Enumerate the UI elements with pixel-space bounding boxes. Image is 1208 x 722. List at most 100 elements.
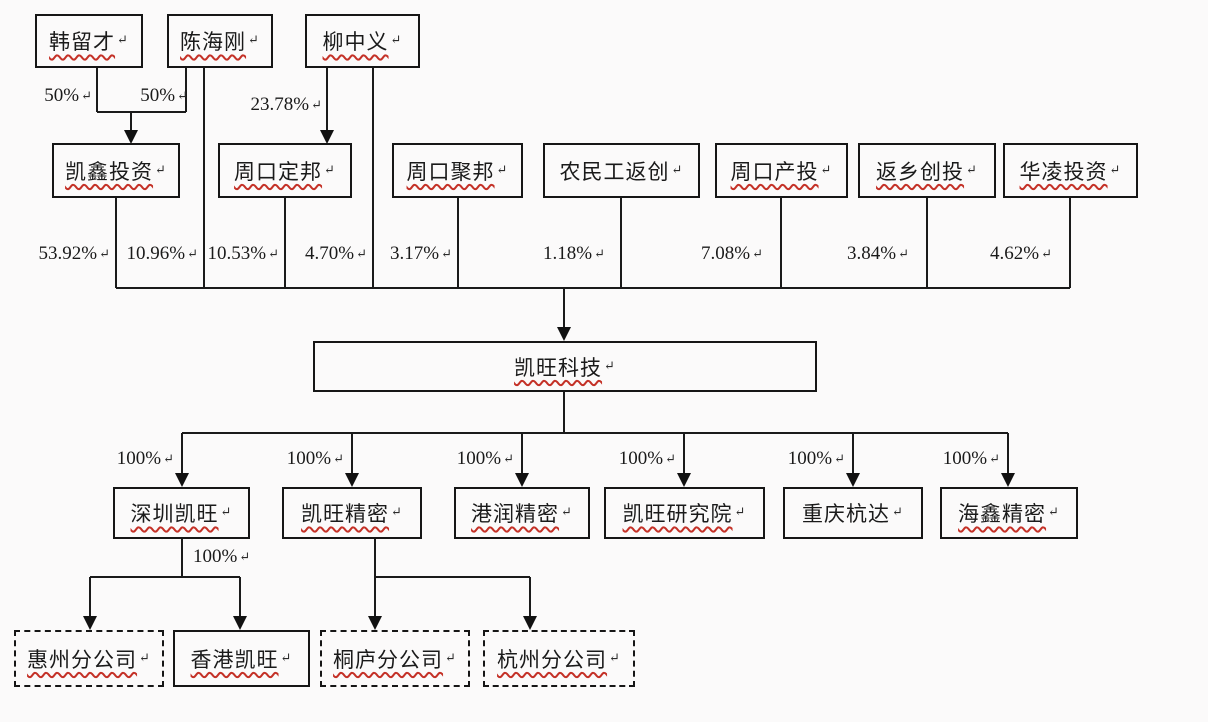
node-gangrun-precision: 港润精密↵ bbox=[454, 487, 590, 539]
return-mark: ↵ bbox=[177, 88, 188, 103]
node-label: 香港凯旺 bbox=[190, 647, 279, 672]
stake-label-chen-to-kaixin: 50%↵ bbox=[140, 85, 188, 106]
return-mark: ↵ bbox=[220, 504, 233, 519]
stake-label-jubang: 3.17%↵ bbox=[390, 243, 452, 264]
node-label: 海鑫精密 bbox=[958, 502, 1047, 526]
return-mark: ↵ bbox=[609, 649, 621, 665]
node-fanxiang-chuangtou: 返乡创投↵ bbox=[858, 143, 996, 198]
return-mark: ↵ bbox=[333, 451, 344, 466]
node-label: 农民工返创 bbox=[559, 159, 670, 184]
return-mark: ↵ bbox=[391, 504, 403, 519]
stake-label-jingmi: 100%↵ bbox=[286, 448, 344, 469]
node-haixin-precision: 海鑫精密↵ bbox=[940, 487, 1078, 539]
return-mark: ↵ bbox=[117, 32, 129, 47]
return-mark: ↵ bbox=[892, 504, 904, 519]
return-mark: ↵ bbox=[1048, 504, 1060, 519]
return-mark: ↵ bbox=[1041, 246, 1052, 261]
stake-label-shenzhen-children: 100%↵ bbox=[193, 546, 251, 567]
node-chen-haigang: 陈海刚↵ bbox=[167, 14, 273, 68]
node-label: 桐庐分公司 bbox=[333, 647, 444, 672]
node-shenzhen-kaiwang: 深圳凯旺↵ bbox=[113, 487, 250, 539]
return-mark: ↵ bbox=[503, 451, 514, 466]
node-label: 凯旺精密 bbox=[301, 502, 390, 526]
node-label: 周口产投 bbox=[730, 159, 819, 184]
node-han-liucai: 韩留才↵ bbox=[35, 14, 143, 68]
node-label: 凯旺科技 bbox=[514, 355, 603, 380]
node-huizhou-branch: 惠州分公司↵ bbox=[14, 630, 164, 687]
node-label: 周口定邦 bbox=[234, 159, 323, 184]
stake-label-dingbang: 10.53%↵ bbox=[207, 243, 279, 264]
return-mark: ↵ bbox=[280, 649, 293, 665]
return-mark: ↵ bbox=[834, 451, 845, 466]
node-label: 惠州分公司 bbox=[27, 647, 138, 672]
arrowheads bbox=[83, 130, 1015, 630]
return-mark: ↵ bbox=[81, 88, 92, 103]
node-label: 华凌投资 bbox=[1019, 159, 1108, 184]
node-label: 凯旺研究院 bbox=[622, 502, 733, 526]
return-mark: ↵ bbox=[671, 161, 684, 177]
node-label: 陈海刚 bbox=[180, 30, 247, 54]
stake-label-chen-direct: 10.96%↵ bbox=[126, 243, 198, 264]
node-hualing-investment: 华凌投资↵ bbox=[1003, 143, 1138, 198]
node-kaiwang-precision: 凯旺精密↵ bbox=[282, 487, 422, 539]
return-mark: ↵ bbox=[989, 451, 1000, 466]
node-hongkong-kaiwang: 香港凯旺↵ bbox=[173, 630, 310, 687]
node-chongqing-hangda: 重庆杭达↵ bbox=[783, 487, 923, 539]
node-zhoukou-jubang: 周口聚邦↵ bbox=[392, 143, 523, 198]
stake-label-shenzhen: 100%↵ bbox=[116, 448, 174, 469]
node-label: 韩留才 bbox=[49, 30, 116, 54]
stake-label-yanjiuyuan: 100%↵ bbox=[618, 448, 676, 469]
return-mark: ↵ bbox=[239, 549, 251, 564]
node-label: 深圳凯旺 bbox=[130, 502, 219, 526]
node-label: 杭州分公司 bbox=[497, 647, 608, 672]
node-kaiwang-tech: 凯旺科技↵ bbox=[313, 341, 817, 392]
return-mark: ↵ bbox=[604, 357, 616, 373]
return-mark: ↵ bbox=[820, 161, 833, 177]
return-mark: ↵ bbox=[268, 246, 279, 261]
return-mark: ↵ bbox=[155, 161, 167, 177]
return-mark: ↵ bbox=[966, 161, 978, 177]
node-kaiwang-research-institute: 凯旺研究院↵ bbox=[604, 487, 765, 539]
return-mark: ↵ bbox=[99, 246, 110, 261]
return-mark: ↵ bbox=[390, 32, 403, 47]
lines bbox=[89, 68, 1071, 617]
return-mark: ↵ bbox=[163, 451, 174, 466]
return-mark: ↵ bbox=[311, 97, 322, 112]
return-mark: ↵ bbox=[441, 246, 452, 261]
node-nongmingong-fanchuang: 农民工返创↵ bbox=[543, 143, 700, 198]
stake-label-kaixin: 53.92%↵ bbox=[38, 243, 110, 264]
stake-label-liu-to-dingbang: 23.78%↵ bbox=[250, 94, 322, 115]
node-label: 周口聚邦 bbox=[406, 159, 495, 184]
return-mark: ↵ bbox=[665, 451, 676, 466]
stake-label-fanxiang: 3.84%↵ bbox=[847, 243, 909, 264]
stake-label-chongqing: 100%↵ bbox=[787, 448, 845, 469]
return-mark: ↵ bbox=[594, 246, 605, 261]
return-mark: ↵ bbox=[139, 649, 151, 665]
stake-label-gangrun: 100%↵ bbox=[456, 448, 514, 469]
node-label: 凯鑫投资 bbox=[65, 159, 154, 184]
return-mark: ↵ bbox=[445, 649, 457, 665]
return-mark: ↵ bbox=[356, 246, 367, 261]
node-label: 柳中义 bbox=[322, 30, 389, 54]
stake-label-chantou: 7.08%↵ bbox=[701, 243, 763, 264]
stake-label-haixin: 100%↵ bbox=[942, 448, 1000, 469]
return-mark: ↵ bbox=[496, 161, 509, 177]
return-mark: ↵ bbox=[324, 161, 336, 177]
node-hangzhou-branch: 杭州分公司↵ bbox=[483, 630, 635, 687]
node-label: 重庆杭达 bbox=[802, 502, 891, 526]
node-label: 港润精密 bbox=[471, 502, 560, 526]
return-mark: ↵ bbox=[187, 246, 198, 261]
return-mark: ↵ bbox=[898, 246, 909, 261]
node-zhoukou-chantou: 周口产投↵ bbox=[715, 143, 848, 198]
node-kaixin-investment: 凯鑫投资↵ bbox=[52, 143, 180, 198]
return-mark: ↵ bbox=[734, 504, 747, 519]
return-mark: ↵ bbox=[248, 32, 260, 47]
return-mark: ↵ bbox=[561, 504, 573, 519]
stake-label-hualing: 4.62%↵ bbox=[990, 243, 1052, 264]
stake-label-han-to-kaixin: 50%↵ bbox=[44, 85, 92, 106]
node-zhoukou-dingbang: 周口定邦↵ bbox=[218, 143, 352, 198]
node-label: 返乡创投 bbox=[876, 159, 965, 184]
node-tonglu-branch: 桐庐分公司↵ bbox=[320, 630, 470, 687]
